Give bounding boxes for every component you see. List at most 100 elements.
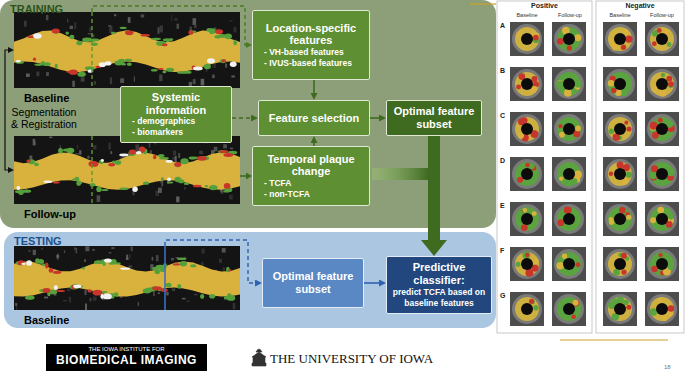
tissue-spot <box>53 271 62 274</box>
ivus-cross-section <box>510 67 544 101</box>
tissue-spot <box>101 189 109 191</box>
image-ground <box>645 22 679 56</box>
speckle <box>173 151 176 156</box>
tissue-spot <box>575 126 581 132</box>
tissue-spot <box>667 42 672 47</box>
speckle <box>15 303 17 306</box>
tissue-spot <box>575 310 579 314</box>
tissue-spot <box>160 289 167 292</box>
tissue-spot <box>559 132 565 138</box>
group-heading: Negative <box>596 2 684 10</box>
tissue-spot <box>219 150 228 153</box>
vessel <box>554 204 584 234</box>
image-ground <box>14 12 240 88</box>
tissue-spot <box>193 185 202 188</box>
tissue-spot <box>163 38 172 41</box>
image-ground <box>603 247 637 281</box>
connector <box>370 117 379 119</box>
tissue-spot <box>16 60 21 63</box>
ivus-cross-section <box>603 67 637 101</box>
speckle <box>76 248 78 253</box>
image-ground <box>603 112 637 146</box>
plaque-ring <box>515 27 539 51</box>
vessel <box>647 204 677 234</box>
speckle <box>138 302 139 306</box>
speckle <box>36 71 39 76</box>
speckle <box>79 150 81 154</box>
speckle <box>212 75 215 78</box>
tissue-spot <box>190 264 196 267</box>
tissue-spot <box>121 63 126 66</box>
speckle <box>201 249 204 254</box>
lumen <box>614 168 626 180</box>
tissue-spot <box>617 161 624 168</box>
image-ground <box>14 246 240 310</box>
lumen <box>656 213 668 225</box>
tissue-spot <box>115 160 121 165</box>
feature-box: Systemic information- demographics- biom… <box>120 86 232 143</box>
plaque-ring <box>650 297 674 321</box>
lumen <box>656 33 668 45</box>
tissue-spot <box>652 31 658 37</box>
vessel <box>605 114 635 144</box>
baseline-image: Baseline <box>14 246 240 326</box>
ivus-cross-section <box>510 112 544 146</box>
lumen <box>563 303 575 315</box>
plaque-ring <box>515 207 539 231</box>
tissue-spot <box>558 302 564 308</box>
lumen <box>614 213 626 225</box>
plaque-ring <box>608 207 632 231</box>
tissue-spot <box>108 163 115 166</box>
ivus-cross-section <box>510 292 544 326</box>
plaque-ring <box>557 72 581 96</box>
tissue-spot <box>140 34 149 36</box>
image-ground <box>645 112 679 146</box>
row-letter: C <box>500 112 509 120</box>
tissue-spot <box>609 172 613 176</box>
testing-panel: TESTINGBaselineOptimal feature subsetPre… <box>4 232 496 328</box>
lumen <box>563 168 575 180</box>
speckle <box>223 267 225 271</box>
plaque-ring <box>557 297 581 321</box>
tissue-spot <box>209 294 215 299</box>
lumen <box>656 78 668 90</box>
process-box: Feature selection <box>258 100 370 136</box>
tissue-spot <box>103 293 112 299</box>
column-heading: Follow-up <box>548 12 592 18</box>
tissue-spot <box>517 177 523 183</box>
tissue-spot <box>166 68 174 72</box>
speckle <box>93 297 97 301</box>
tissue-spot <box>88 161 98 167</box>
tissue-spot <box>18 260 25 265</box>
lumen <box>563 213 575 225</box>
lumen <box>521 303 533 315</box>
tissue-spot <box>572 300 578 306</box>
tissue-spot <box>556 262 563 269</box>
speckle <box>92 249 95 250</box>
tissue-spot <box>34 163 39 167</box>
speckle <box>110 77 112 84</box>
vessel <box>512 249 542 279</box>
rule-line <box>560 339 668 340</box>
tissue-spot <box>88 289 92 292</box>
tissue-spot <box>22 189 31 192</box>
tissue-spot <box>166 283 172 288</box>
tissue-spot <box>661 314 668 321</box>
ivus-cross-section <box>645 22 679 56</box>
vessel <box>647 24 677 54</box>
tissue-spot <box>556 261 564 269</box>
plaque-ring <box>515 252 539 276</box>
vessel <box>647 69 677 99</box>
tissue-spot <box>177 257 187 260</box>
image-ground <box>603 67 637 101</box>
tissue-spot <box>533 35 539 41</box>
tissue-spot <box>158 154 165 157</box>
position-marker <box>164 246 166 310</box>
tissue-spot <box>530 88 535 93</box>
page-number: 18 <box>664 364 678 371</box>
lumen <box>614 33 626 45</box>
ivus-cross-section <box>603 247 637 281</box>
tissue-spot <box>651 86 657 92</box>
tissue-spot <box>152 286 162 290</box>
